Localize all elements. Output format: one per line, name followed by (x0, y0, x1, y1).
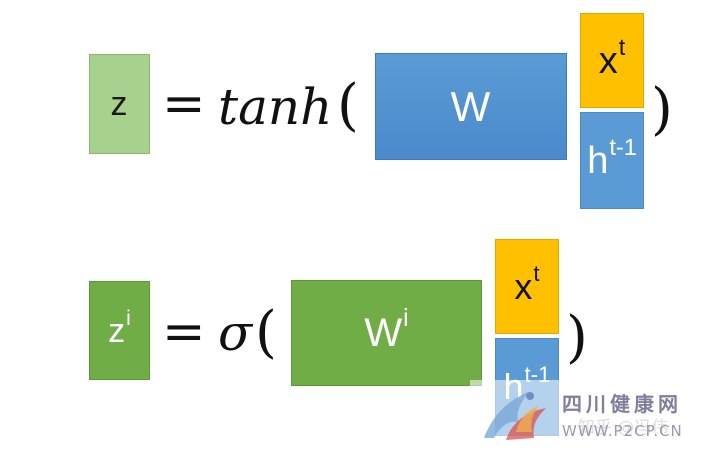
weight-label: W (450, 82, 491, 130)
x-label: x (598, 39, 618, 82)
zi-label: z (108, 311, 126, 350)
equals-sign-2: = (162, 302, 206, 362)
close-paren-2: ) (566, 305, 588, 370)
watermark: 知乎 @冯伟 四川健康网 WWW.P2CP.CN (470, 380, 702, 450)
zi-sup: i (126, 307, 131, 331)
tanh-function: tanh (218, 78, 333, 136)
z-label: z (110, 85, 128, 123)
watermark-title: 四川健康网 (562, 392, 682, 416)
close-paren: ) (651, 77, 673, 142)
open-paren-2: ( (255, 300, 277, 365)
open-paren: ( (337, 73, 359, 138)
sigma-function: σ (218, 304, 253, 362)
h-label: h (587, 139, 609, 182)
h-sup-2: t-1 (524, 361, 551, 387)
x-sup: t (618, 33, 626, 60)
bird-logo-icon (484, 392, 546, 440)
weight-matrix-box: W (375, 53, 567, 160)
weight-i-label: W (364, 311, 403, 355)
x-sup-2: t (533, 261, 540, 287)
z-output-box: z (89, 54, 150, 154)
faint-watermark-text: 知乎 @冯伟 (578, 418, 669, 438)
h-sup: t-1 (609, 133, 637, 160)
equals-sign: = (162, 74, 206, 134)
watermark-url: WWW.P2CP.CN (562, 422, 683, 440)
x-label-2: x (514, 265, 533, 307)
weight-i-sup: i (403, 304, 409, 332)
